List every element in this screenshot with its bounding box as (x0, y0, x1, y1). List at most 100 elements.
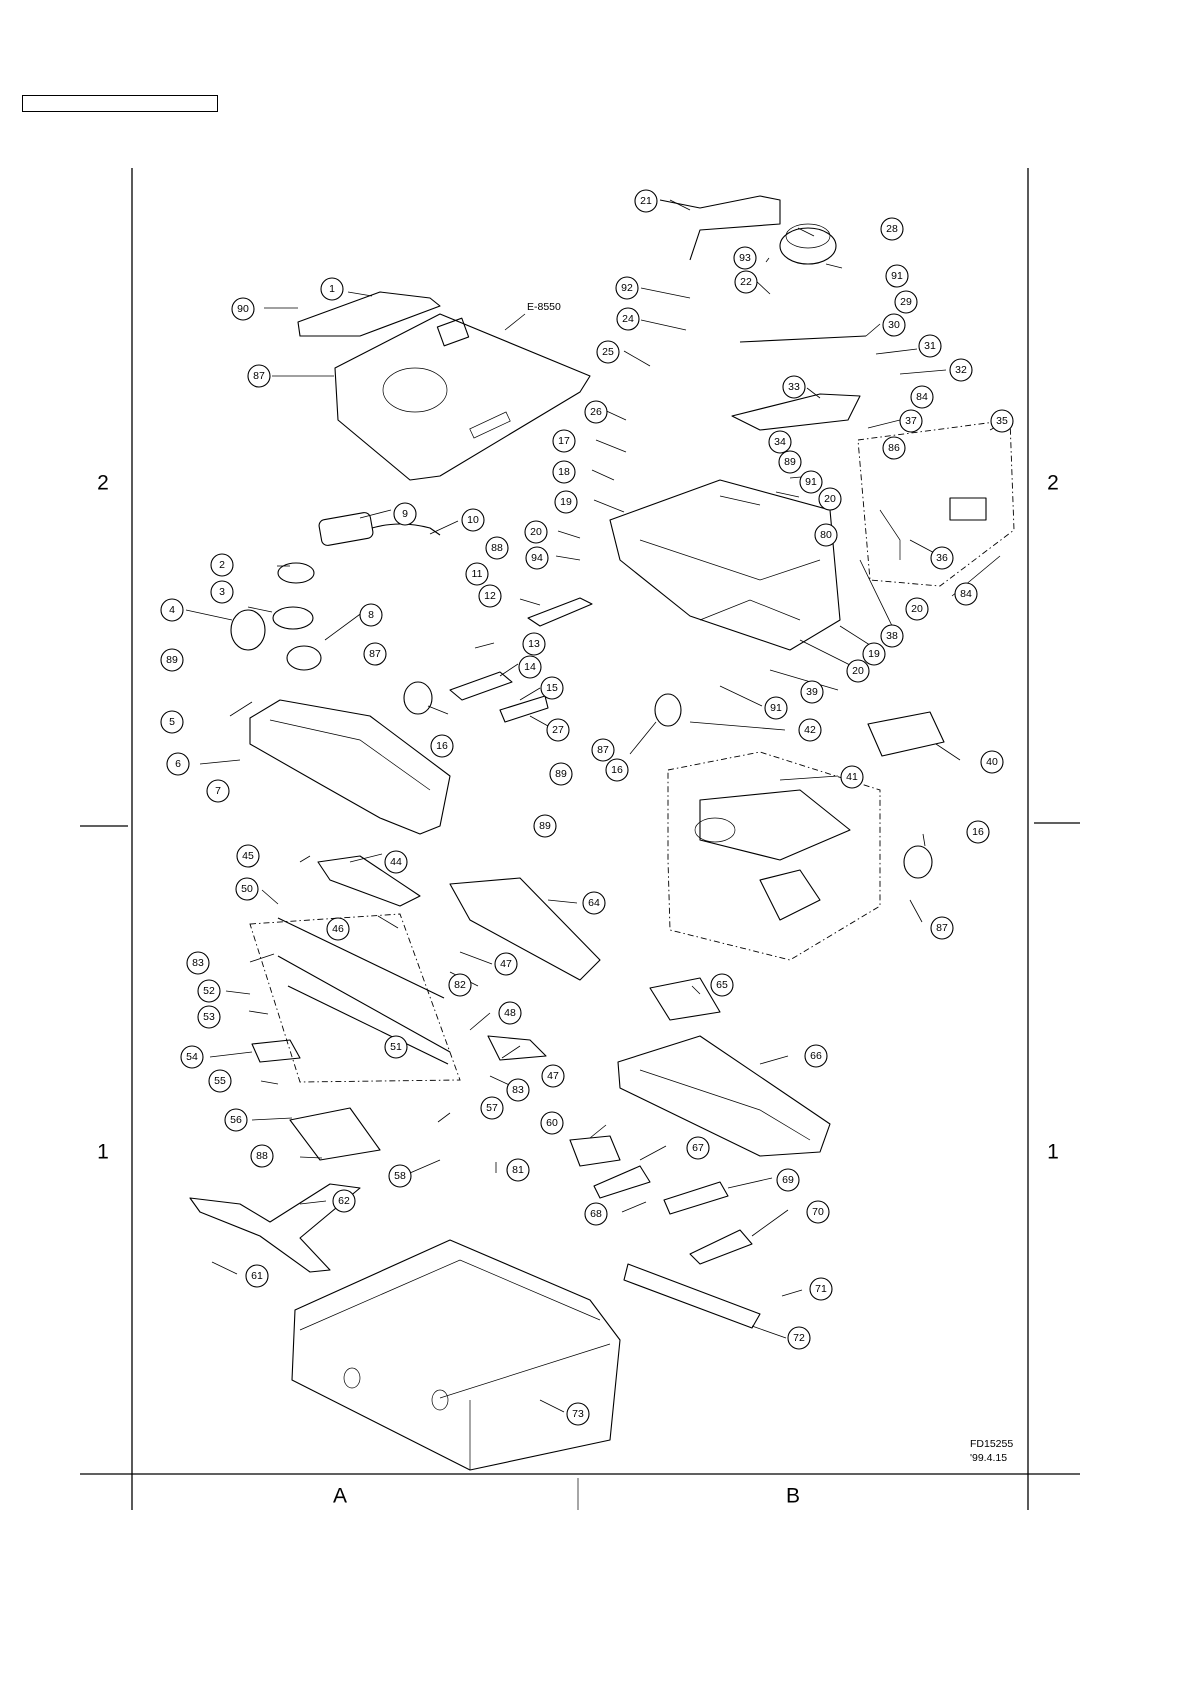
callout-37: 37 (899, 409, 923, 433)
callout-20-c: 20 (905, 597, 929, 621)
callout-21: 21 (634, 189, 658, 213)
svg-text:40: 40 (986, 756, 998, 768)
callout-87-motor: 87 (930, 916, 954, 940)
callout-90: 90 (231, 297, 255, 321)
callout-51: 51 (384, 1035, 408, 1059)
svg-text:80: 80 (820, 529, 832, 541)
svg-text:53: 53 (203, 1011, 215, 1023)
callout-73: 73 (566, 1402, 590, 1426)
callout-45: 45 (236, 844, 260, 868)
part-62 (189, 1183, 361, 1273)
leader-lines (185, 199, 1006, 1413)
callout-87-switch: 87 (591, 738, 615, 762)
svg-text:56: 56 (230, 1114, 242, 1126)
svg-text:88: 88 (491, 542, 503, 554)
callout-70: 70 (806, 1200, 830, 1224)
callout-58: 58 (388, 1164, 412, 1188)
callout-91-top: 91 (885, 264, 909, 288)
svg-text:91: 91 (805, 476, 817, 488)
callout-10: 10 (461, 508, 485, 532)
svg-text:70: 70 (812, 1206, 824, 1218)
svg-text:73: 73 (572, 1408, 584, 1420)
svg-text:52: 52 (203, 985, 215, 997)
svg-text:14: 14 (524, 661, 536, 673)
callout-72: 72 (787, 1326, 811, 1350)
part-motor-9 (318, 512, 374, 546)
part-56 (289, 1107, 381, 1161)
part-15 (499, 695, 549, 723)
svg-text:51: 51 (390, 1041, 402, 1053)
row-label-2-right: 2 (1047, 472, 1059, 495)
callout-47-bottom: 47 (541, 1064, 565, 1088)
svg-text:2: 2 (219, 559, 225, 571)
part-gear-8 (286, 645, 322, 671)
callout-8: 8 (359, 603, 383, 627)
callout-36: 36 (930, 546, 954, 570)
svg-text:17: 17 (558, 435, 570, 447)
svg-text:68: 68 (590, 1208, 602, 1220)
svg-text:94: 94 (531, 552, 543, 564)
part-chassis-7 (249, 699, 451, 835)
callout-53: 53 (197, 1005, 221, 1029)
callout-42: 42 (798, 718, 822, 742)
svg-text:3: 3 (219, 586, 225, 598)
svg-text:87: 87 (597, 744, 609, 756)
svg-text:16: 16 (611, 764, 623, 776)
callout-38: 38 (880, 624, 904, 648)
svg-text:82: 82 (454, 979, 466, 991)
svg-text:8: 8 (368, 609, 374, 621)
row-label-1-left: 1 (97, 1141, 109, 1164)
svg-text:30: 30 (888, 319, 900, 331)
svg-text:41: 41 (846, 771, 858, 783)
svg-text:91: 91 (891, 270, 903, 282)
callout-83-top: 83 (186, 951, 210, 975)
svg-text:83: 83 (192, 957, 204, 969)
callout-89-bottom: 89 (533, 814, 557, 838)
callout-15: 15 (540, 676, 564, 700)
callout-41: 41 (840, 765, 864, 789)
callout-35: 35 (990, 409, 1014, 433)
callout-28: 28 (880, 217, 904, 241)
svg-text:83: 83 (512, 1084, 524, 1096)
board-label-e8550: E-8550 (527, 301, 561, 313)
callout-54: 54 (180, 1045, 204, 1069)
parts-artwork: E-8550 (189, 195, 1015, 1471)
callout-31: 31 (918, 334, 942, 358)
callout-87-mid: 87 (363, 642, 387, 666)
callout-91-mid: 91 (799, 470, 823, 494)
callout-89-left: 89 (160, 648, 184, 672)
svg-text:22: 22 (740, 276, 752, 288)
callout-69: 69 (776, 1168, 800, 1192)
callout-82: 82 (448, 973, 472, 997)
callout-47-top: 47 (494, 952, 518, 976)
svg-text:31: 31 (924, 340, 936, 352)
part-bracket-1 (297, 291, 441, 337)
callout-24: 24 (616, 307, 640, 331)
svg-text:35: 35 (996, 415, 1008, 427)
svg-text:20: 20 (824, 493, 836, 505)
svg-text:92: 92 (621, 282, 633, 294)
callout-91-bottom: 91 (764, 696, 788, 720)
callout-14: 14 (518, 655, 542, 679)
part-65 (649, 977, 721, 1021)
callout-48: 48 (498, 1001, 522, 1025)
callout-56: 56 (224, 1108, 248, 1132)
part-48 (487, 1035, 547, 1061)
svg-text:15: 15 (546, 682, 558, 694)
callout-12: 12 (478, 584, 502, 608)
callout-33: 33 (782, 375, 806, 399)
svg-text:5: 5 (169, 716, 175, 728)
callout-92: 92 (615, 276, 639, 300)
grid-labels: 2 2 1 1 A B (97, 472, 1059, 1508)
column-label-b: B (786, 1485, 800, 1508)
callout-84-bottom: 84 (954, 582, 978, 606)
callout-29: 29 (894, 290, 918, 314)
callout-32: 32 (949, 358, 973, 382)
callout-61: 61 (245, 1264, 269, 1288)
part-72 (623, 1263, 761, 1329)
svg-text:54: 54 (186, 1051, 198, 1063)
svg-text:48: 48 (504, 1007, 516, 1019)
callout-80: 80 (814, 523, 838, 547)
part-14 (449, 671, 513, 701)
